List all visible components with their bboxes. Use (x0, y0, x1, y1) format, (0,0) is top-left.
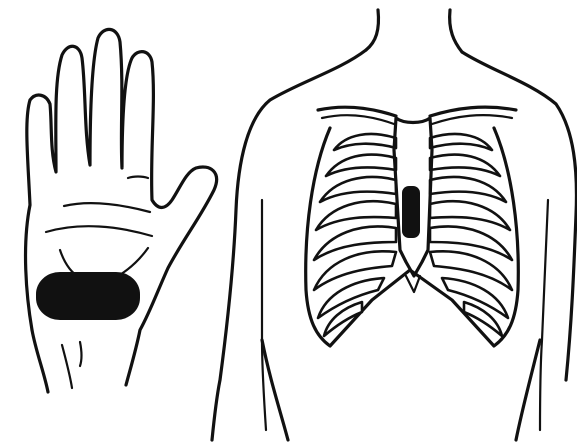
wrist-left-edge (32, 330, 48, 392)
neck-right (450, 10, 462, 52)
right-clavicle-lower (432, 115, 512, 124)
left-rib-3 (320, 177, 396, 202)
left-clavicle-lower (322, 115, 394, 124)
palm-crease-middle (46, 226, 152, 236)
neck-left (366, 10, 379, 50)
left-rib-2 (326, 155, 396, 176)
left-rib-1 (334, 134, 396, 150)
chest-ribcage-icon (212, 10, 576, 440)
left-ribs (314, 134, 396, 336)
right-rib-1 (430, 134, 492, 150)
right-rib-3 (430, 177, 506, 202)
finger-crease-index (128, 177, 148, 179)
left-arm-inner (262, 200, 266, 430)
right-ribs (430, 134, 512, 336)
hand-palm-icon (26, 29, 217, 392)
lower-torso-right (516, 340, 540, 440)
palm-crease-thumb (118, 248, 148, 276)
heel-of-hand-placement-marker (36, 272, 140, 320)
palm-crease-top (64, 203, 150, 212)
lower-sternum-placement-marker (402, 186, 420, 238)
wrist-crease-2 (80, 342, 82, 366)
xiphoid-process (406, 276, 420, 292)
right-rib-2 (430, 155, 500, 176)
hand-outline (26, 29, 217, 385)
wrist-crease (62, 345, 72, 388)
right-arm-inner (540, 200, 548, 430)
